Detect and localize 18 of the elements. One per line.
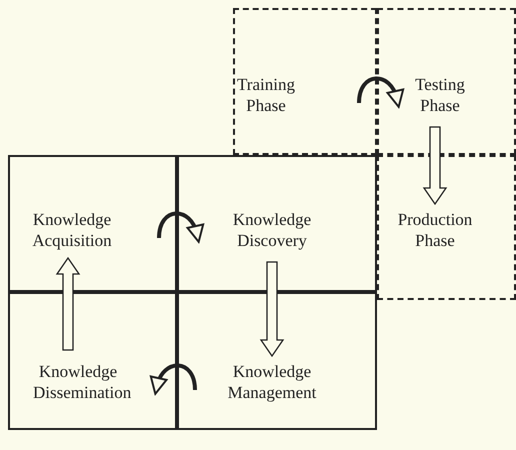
knowledge-box bbox=[8, 292, 177, 430]
node-label: Knowledge Management bbox=[226, 361, 318, 403]
node-label: Training Phase bbox=[236, 74, 296, 116]
arrow bbox=[260, 261, 284, 358]
knowledge-box bbox=[8, 155, 177, 292]
node-label: Testing Phase bbox=[414, 74, 466, 116]
arrow bbox=[157, 212, 204, 243]
phase-box bbox=[233, 8, 377, 155]
arrow bbox=[150, 364, 197, 395]
node-label: Knowledge Acquisition bbox=[31, 209, 113, 251]
knowledge-box bbox=[177, 155, 377, 292]
arrow bbox=[56, 256, 80, 351]
knowledge-box bbox=[177, 292, 377, 430]
node-label: Production Phase bbox=[396, 209, 474, 251]
arrow bbox=[422, 126, 448, 206]
node-label: Knowledge Dissemination bbox=[32, 361, 132, 403]
node-label: Knowledge Discovery bbox=[232, 209, 312, 251]
arrow bbox=[357, 76, 404, 108]
